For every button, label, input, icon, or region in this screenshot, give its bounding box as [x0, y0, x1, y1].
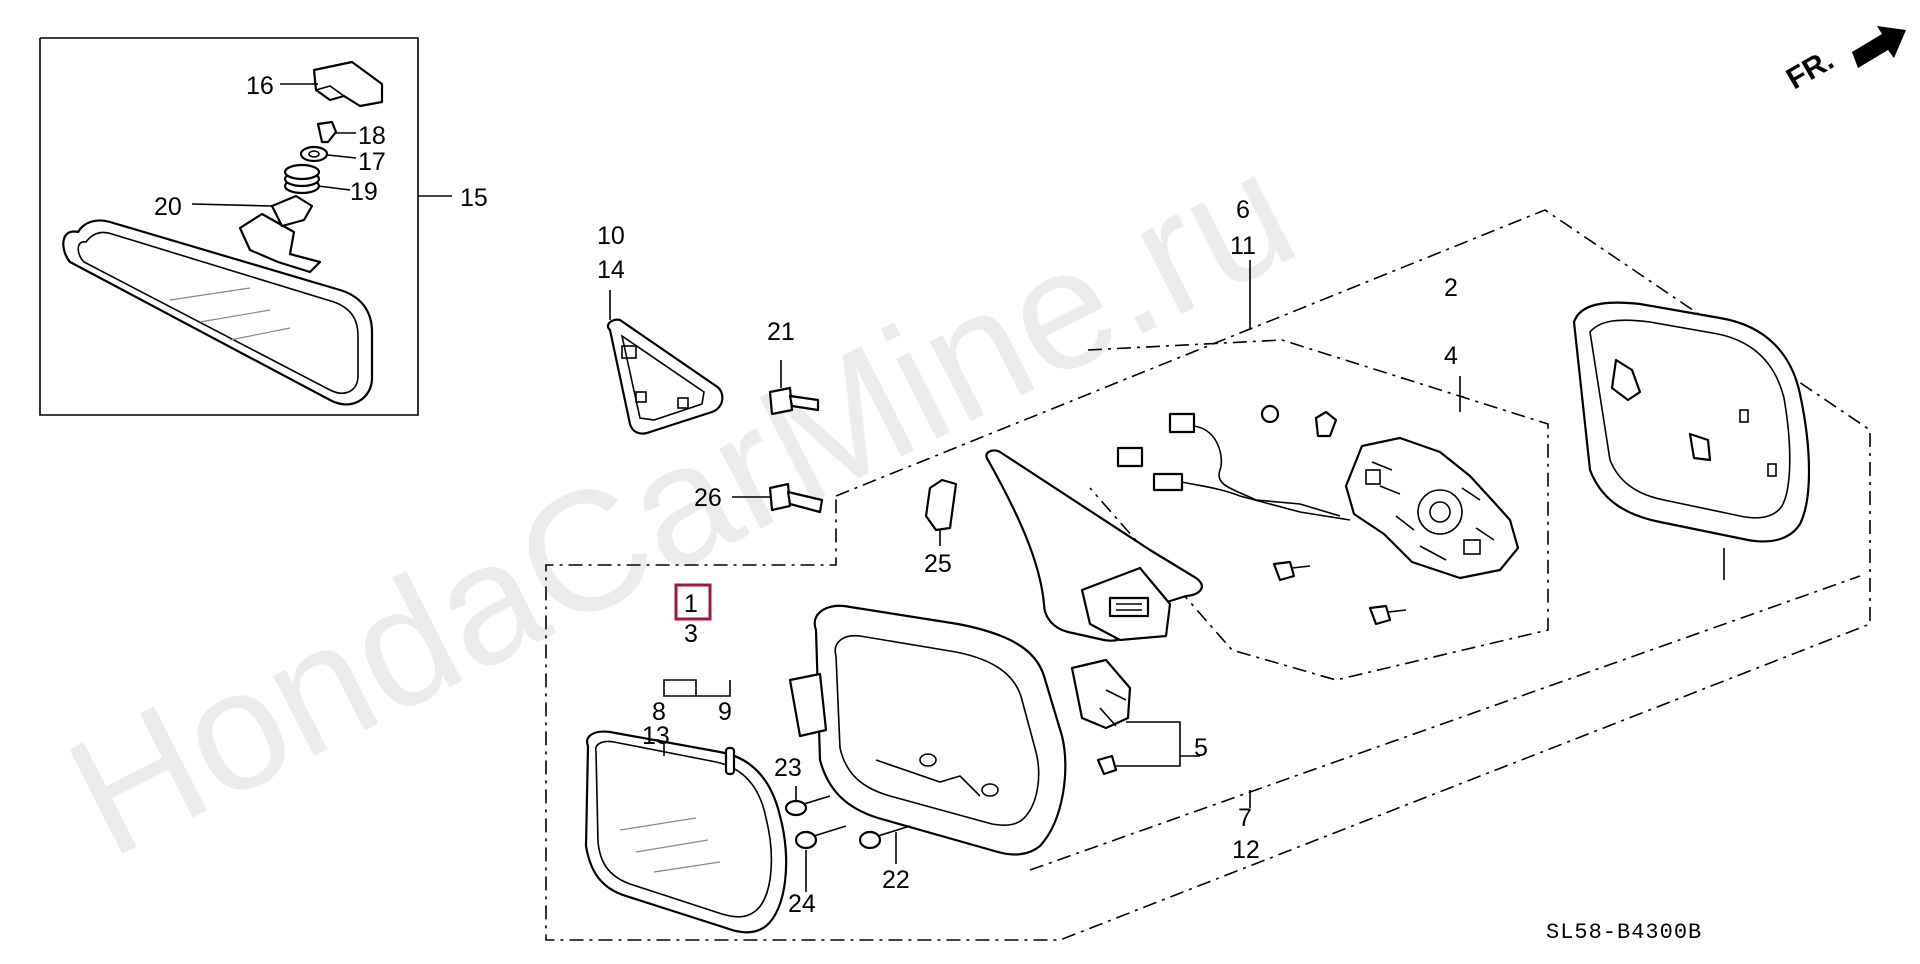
bracket-16 [312, 60, 384, 108]
screw-a [1272, 560, 1296, 582]
connector-a [1168, 412, 1196, 434]
callout-20[interactable]: 20 [154, 193, 182, 221]
outer-cap-shell [1572, 301, 1811, 580]
diagram-code: SL58-B4300B [1546, 920, 1702, 945]
callout-23[interactable]: 23 [774, 754, 802, 782]
callout-18[interactable]: 18 [358, 122, 386, 150]
inner-cover-10-14 [606, 290, 724, 435]
screw-22 [858, 825, 911, 864]
callout-2[interactable]: 2 [1444, 274, 1458, 302]
grommet-part [1260, 404, 1280, 424]
callout-1[interactable]: 1 [684, 590, 698, 618]
pin-9 [724, 746, 736, 776]
callout-25[interactable]: 25 [924, 550, 952, 578]
callout-1-highlight [674, 583, 712, 621]
screw-23 [784, 786, 831, 817]
screw-b [1368, 604, 1392, 626]
mirror-motor [1344, 436, 1520, 580]
callout-26[interactable]: 26 [694, 484, 722, 512]
callout-7[interactable]: 7 [1238, 804, 1252, 832]
callout-13[interactable]: 13 [642, 722, 670, 750]
callout-24[interactable]: 24 [788, 890, 816, 918]
screw-18 [316, 120, 338, 144]
callout-14[interactable]: 14 [597, 256, 625, 284]
callout-21[interactable]: 21 [767, 318, 795, 346]
clip-part [1314, 410, 1338, 438]
callout-3[interactable]: 3 [684, 620, 698, 648]
bolt-26 [732, 482, 824, 514]
screw-24 [794, 825, 847, 892]
actuator-harness-2-4 [1116, 376, 1520, 626]
callout-5[interactable]: 5 [1194, 734, 1208, 762]
callout-15[interactable]: 15 [460, 184, 488, 212]
callout-11[interactable]: 11 [1230, 232, 1256, 260]
callout-19[interactable]: 19 [350, 178, 378, 206]
callout-8[interactable]: 8 [652, 698, 666, 726]
inside-mirror-group [39, 37, 452, 416]
bolt-21 [768, 360, 820, 416]
mirror-housing-7-12 [788, 604, 1067, 856]
inside-mirror-stem [238, 212, 322, 274]
housing-boundary [1029, 575, 1861, 871]
callout-16[interactable]: 16 [246, 72, 274, 100]
screw-5 [1096, 754, 1118, 776]
front-direction-indicator: FR. [1781, 26, 1906, 96]
fr-label: FR. [1781, 43, 1839, 96]
callout-17[interactable]: 17 [358, 148, 386, 176]
mirror-glass-13 [584, 730, 788, 934]
callout-4[interactable]: 4 [1444, 342, 1458, 370]
cover-5 [1070, 658, 1200, 776]
connector-c [1152, 472, 1184, 492]
connector-b [1116, 446, 1144, 468]
fr-arrow-icon [1852, 26, 1906, 68]
clip-25 [924, 478, 958, 546]
callout-12[interactable]: 12 [1232, 836, 1260, 864]
mirror-base-mount [985, 449, 1203, 642]
group-box-15 [39, 37, 419, 416]
inside-mirror-clip-20 [270, 194, 314, 228]
callout-6[interactable]: 6 [1236, 196, 1250, 224]
callout-9[interactable]: 9 [718, 698, 732, 726]
washer-17 [299, 145, 329, 163]
inside-mirror-body [62, 219, 374, 406]
spring-19 [283, 163, 321, 195]
callout-22[interactable]: 22 [882, 866, 910, 894]
actuator-boundary [1087, 339, 1549, 681]
callout-10[interactable]: 10 [597, 222, 625, 250]
